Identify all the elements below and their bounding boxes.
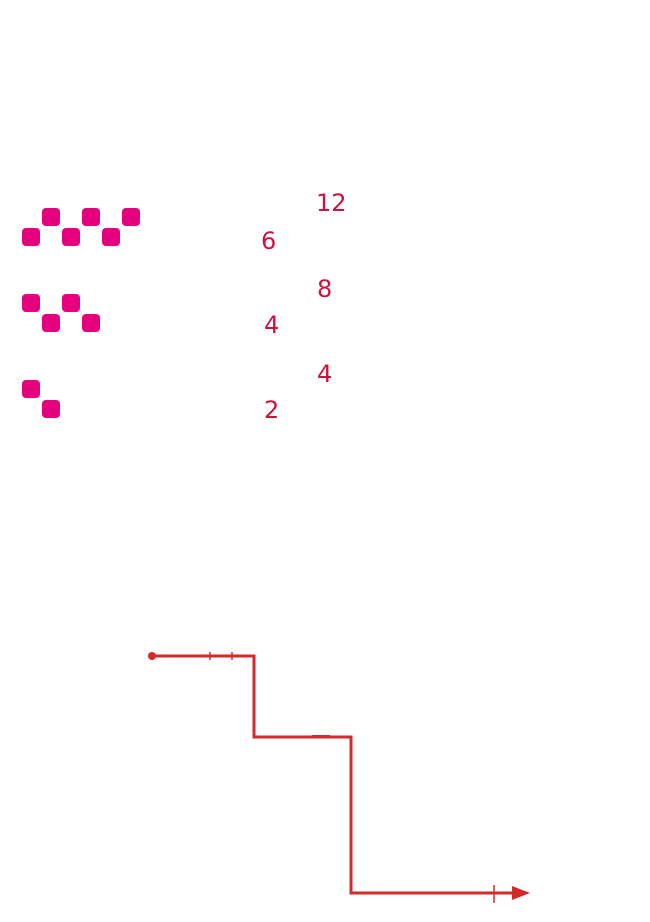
number-bottom-row-1: 6 [261, 227, 277, 255]
square [42, 208, 60, 226]
number-top-row-3: 4 [317, 360, 333, 388]
number-bottom-row-2: 4 [264, 311, 280, 339]
square [62, 294, 80, 312]
square [82, 208, 100, 226]
number-bottom-row-3: 2 [264, 396, 280, 424]
square [22, 294, 40, 312]
square [42, 314, 60, 332]
path-end-arrow [512, 886, 530, 900]
number-top-row-1: 12 [316, 189, 347, 217]
staircase-line [152, 654, 518, 895]
number-top-row-2: 8 [317, 275, 333, 303]
square [102, 228, 120, 246]
square [122, 208, 140, 226]
square [22, 228, 40, 246]
square [82, 314, 100, 332]
square [62, 228, 80, 246]
square [22, 380, 40, 398]
square [42, 400, 60, 418]
